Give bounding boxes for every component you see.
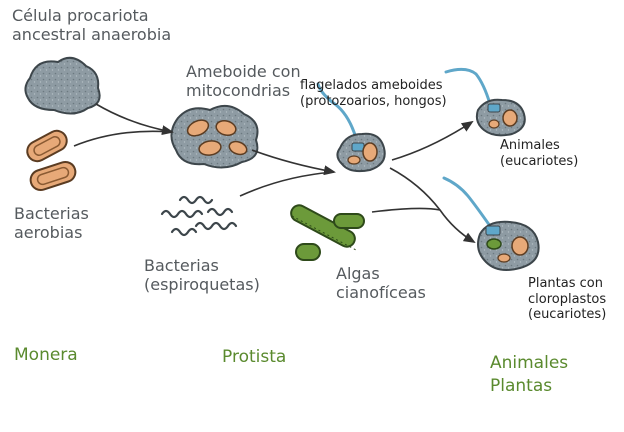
arrow-algas-to-plantas	[371, 207, 441, 213]
label-plantas: Plantas con cloroplastos (eucariotes)	[528, 276, 607, 323]
plant-cell-icon	[442, 176, 540, 271]
label-procariota: Célula procariota ancestral anaerobia	[12, 6, 172, 45]
arrow-ameboide-to-flagelado	[251, 149, 336, 176]
arrow-procariota-to-ameboide	[95, 103, 174, 136]
stage-monera: Monera	[14, 345, 78, 365]
algas-cianoficeas-icon	[290, 204, 365, 261]
ameboide-cell-icon	[170, 104, 259, 169]
animal-cell-icon	[444, 67, 526, 137]
label-espiroquetas: Bacterias (espiroquetas)	[144, 256, 260, 295]
arrow-flagelado-to-plantas	[389, 167, 476, 244]
label-algas: Algas cianofíceas	[336, 264, 426, 303]
label-animales: Animales (eucariotes)	[500, 138, 579, 169]
espiroquetas-icon	[160, 195, 238, 237]
evolution-arrows	[73, 103, 476, 244]
stage-animales: Animales	[490, 353, 569, 373]
stage-animales-plantas: Animales Plantas	[490, 352, 568, 398]
arrow-flagelado-to-animales	[391, 120, 474, 161]
bacteria-aerobias-icon	[26, 129, 77, 192]
flagelado-ameboide-icon	[316, 82, 386, 173]
procariota-cell-icon	[24, 56, 101, 115]
label-ameboide: Ameboide con mitocondrias	[186, 62, 301, 101]
stage-protista: Protista	[222, 347, 287, 367]
label-bacterias-aerobias: Bacterias aerobias	[14, 204, 89, 243]
arrow-aerobias-to-ameboide	[73, 130, 173, 147]
arrow-espiroquetas-to-flagelado	[239, 171, 335, 197]
stage-plantas: Plantas	[490, 375, 553, 396]
label-flagelados: flagelados ameboides (protozoarios, hong…	[300, 78, 447, 109]
